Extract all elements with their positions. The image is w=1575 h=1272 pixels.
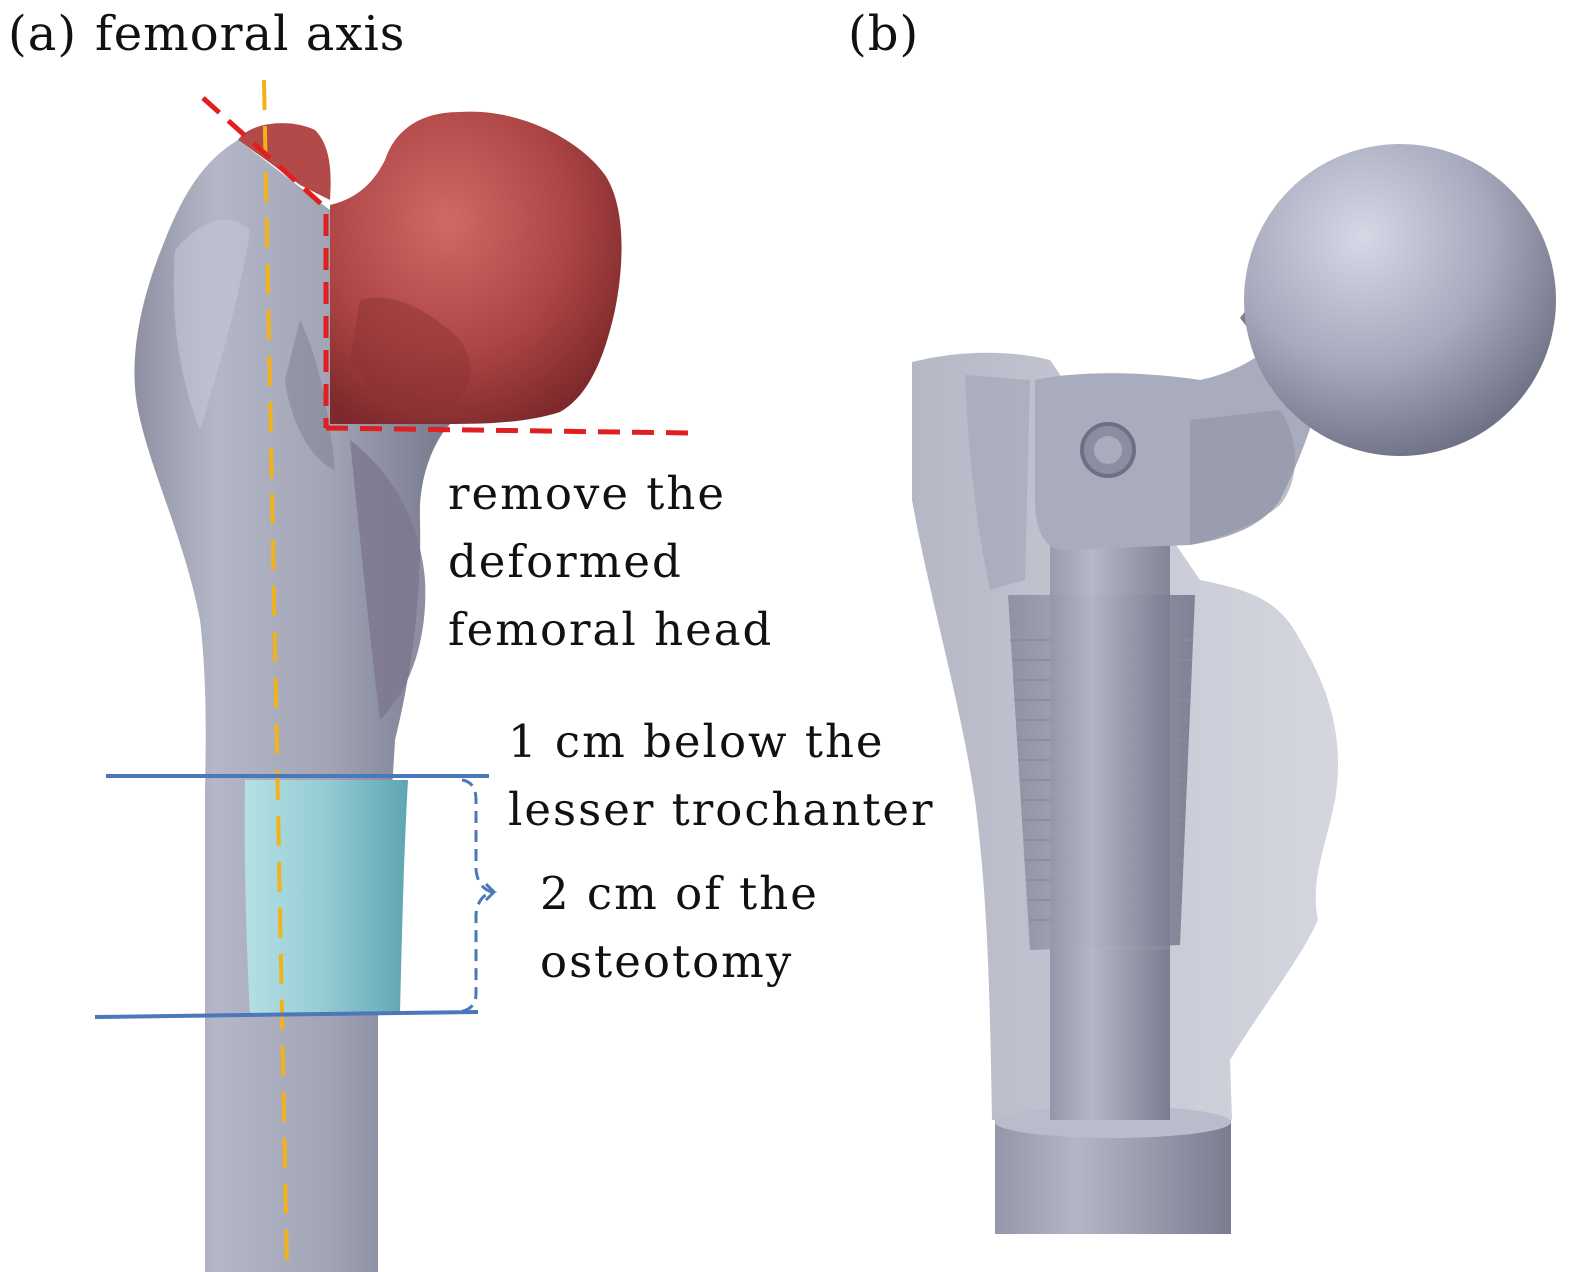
femoral-axis-line bbox=[262, 79, 289, 1272]
lower-osteotomy-line bbox=[94, 1010, 479, 1019]
remove-head-note-line-1: remove the bbox=[448, 467, 726, 520]
remove-head-note: remove the deformed femoral head bbox=[448, 460, 773, 664]
distal-stem-cylinder bbox=[995, 1120, 1231, 1234]
osteotomy-bracket bbox=[457, 778, 498, 1014]
panel-a-illustration bbox=[94, 79, 691, 1272]
panel-b-illustration bbox=[912, 144, 1556, 1234]
osteotomy-level-note-line-2: lesser trochanter bbox=[508, 783, 935, 836]
prosthetic-femoral-head bbox=[1244, 144, 1556, 456]
panel-b-label: (b) bbox=[848, 6, 920, 62]
osteotomy-level-note: 1 cm below the lesser trochanter bbox=[508, 708, 935, 844]
head-shading bbox=[350, 297, 471, 410]
bracket-arrow-icon bbox=[484, 882, 497, 902]
shell-inner-shade bbox=[965, 375, 1030, 590]
osteotomy-segment bbox=[244, 780, 408, 1014]
lesser-trochanter bbox=[350, 440, 426, 720]
panel-a-label: (a) bbox=[8, 6, 78, 62]
greater-trochanter-tip bbox=[238, 123, 331, 200]
neck-cut-line-horizontal bbox=[325, 425, 691, 436]
remove-head-note-line-2: deformed bbox=[448, 535, 683, 588]
neck-block-shade bbox=[1190, 410, 1295, 545]
femoral-axis-label: femoral axis bbox=[95, 6, 406, 62]
osteotomy-length-note: 2 cm of the osteotomy bbox=[540, 860, 819, 996]
deformed-femoral-head bbox=[330, 111, 622, 425]
bone-highlight bbox=[173, 219, 250, 430]
osteotomy-length-note-line-2: osteotomy bbox=[540, 935, 794, 988]
osteotomy-length-note-line-1: 2 cm of the bbox=[540, 867, 819, 920]
stem-connector bbox=[1050, 950, 1170, 1120]
screw-hole-inner bbox=[1094, 436, 1122, 464]
remove-head-note-line-3: femoral head bbox=[448, 603, 774, 656]
neck-cut-line-diagonal bbox=[201, 96, 330, 212]
osteotomy-level-note-line-1: 1 cm below the bbox=[508, 715, 885, 768]
bone-shadow bbox=[285, 320, 335, 470]
